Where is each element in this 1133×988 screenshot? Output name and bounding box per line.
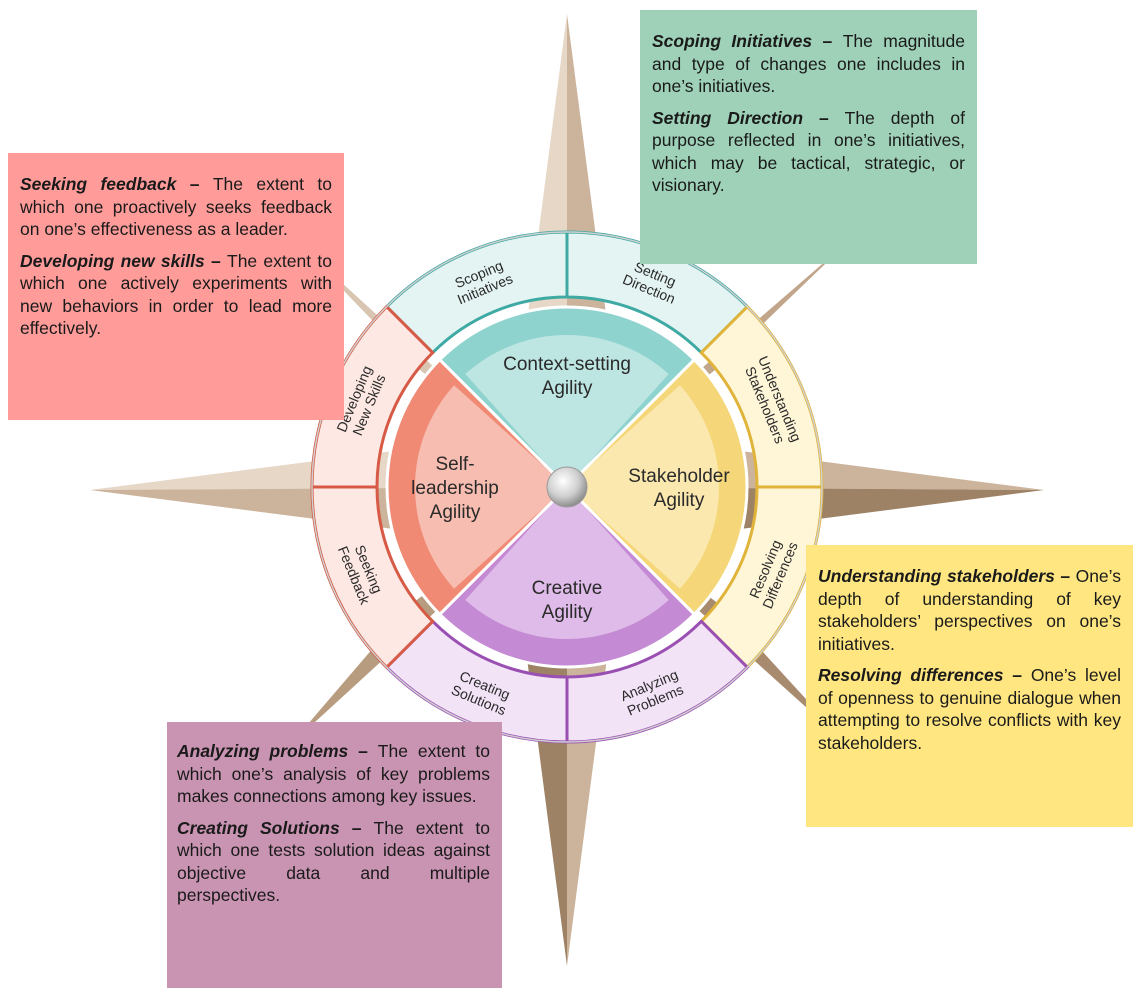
definition-term: Seeking feedback — [20, 174, 177, 194]
core-label-line: Stakeholder — [628, 466, 730, 487]
wheel-hub — [546, 466, 588, 508]
definition-text: The extent to which one proactively seek… — [20, 174, 332, 239]
core-label-line: Creative — [532, 578, 603, 599]
definition-text: The extent to which one’s analysis of ke… — [177, 741, 490, 806]
core-highlight-context — [465, 335, 669, 487]
quadrant-stakeholder — [564, 304, 824, 670]
definition-dash: – — [176, 174, 213, 194]
context-setting-description-box: Scoping Initiatives – The magnitude and … — [640, 10, 977, 264]
core-highlight-stakeholder — [567, 385, 719, 589]
definition-dash: – — [339, 817, 374, 838]
self-leadership-description-box: Seeking feedback – The extent to which o… — [8, 153, 344, 420]
core-label-line: Self- — [435, 454, 474, 475]
definition-text: One’s level of openness to genuine dialo… — [818, 665, 1121, 753]
definition-text: The extent to which one actively experim… — [20, 250, 332, 339]
definition-dash: – — [803, 107, 845, 128]
definition-paragraph: Developing new skills – The extent to wh… — [20, 250, 332, 340]
core-label-line: Agility — [654, 490, 705, 511]
definition-term: Resolving differences — [818, 665, 1004, 685]
definition-paragraph: Analyzing problems – The extent to which… — [177, 740, 490, 808]
core-highlight-creative — [465, 487, 669, 639]
definition-term: Creating Solutions — [177, 817, 340, 838]
core-label-line: Agility — [542, 602, 593, 623]
definition-dash: – — [348, 741, 378, 761]
definition-text: The magnitude and type of changes one in… — [652, 31, 965, 96]
definition-dash: – — [812, 31, 843, 51]
definition-paragraph: Understanding stakeholders – One’s depth… — [818, 565, 1121, 655]
definition-text: One’s depth of understanding of key stak… — [818, 566, 1121, 654]
wheel-rim — [311, 231, 823, 743]
core-label-line: Agility — [542, 378, 593, 399]
quadrant-context — [384, 230, 750, 490]
definition-term: Developing new skills — [20, 250, 205, 271]
definition-paragraph: Seeking feedback – The extent to which o… — [20, 173, 332, 241]
definition-text: The depth of purpose reflected in one’s … — [652, 107, 965, 196]
definition-paragraph: Setting Direction – The depth of purpose… — [652, 107, 965, 197]
core-label-line: leadership — [411, 478, 499, 499]
definition-dash: – — [1054, 566, 1076, 586]
definition-term: Scoping Initiatives — [652, 31, 813, 51]
definition-dash: – — [204, 250, 227, 271]
quadrant-creative — [384, 484, 750, 744]
definition-term: Analyzing problems — [177, 741, 349, 761]
definition-text: The extent to which one tests solution i… — [177, 817, 491, 906]
definition-paragraph: Resolving differences – One’s level of o… — [818, 664, 1121, 754]
quadrant-self — [310, 304, 570, 670]
creative-description-box: Analyzing problems – The extent to which… — [167, 722, 502, 988]
definition-paragraph: Creating Solutions – The extent to which… — [177, 817, 490, 907]
definition-term: Setting Direction — [652, 107, 804, 128]
core-label-line: Context-setting — [503, 354, 631, 375]
core-highlight-self — [414, 385, 567, 589]
core-label-line: Agility — [430, 502, 481, 523]
stakeholder-description-box: Understanding stakeholders – One’s depth… — [806, 545, 1133, 827]
definition-dash: – — [1003, 665, 1031, 685]
definition-paragraph: Scoping Initiatives – The magnitude and … — [652, 30, 965, 98]
definition-term: Understanding stakeholders — [818, 566, 1055, 586]
